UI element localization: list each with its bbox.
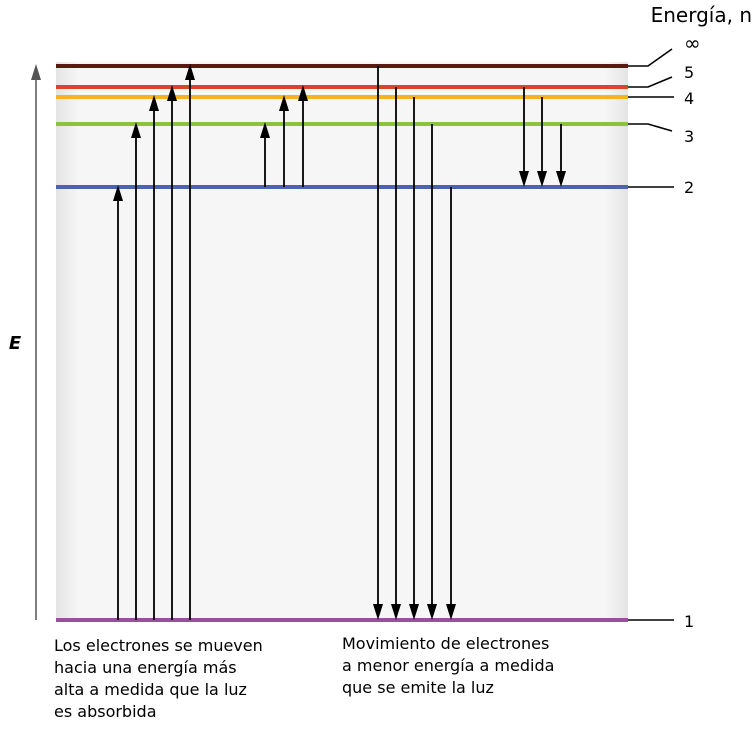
level-leader-line (628, 123, 673, 132)
absorption-arrow (298, 85, 308, 187)
absorption-arrow (185, 64, 195, 620)
energy-axis-label: E (9, 333, 22, 354)
absorption-arrow (149, 95, 159, 620)
energy-level-label: 1 (684, 612, 694, 631)
level-leader-line (628, 48, 673, 67)
energy-level-label: ∞ (684, 31, 701, 55)
axis-arrowhead (31, 64, 41, 80)
emission-arrow (391, 87, 401, 620)
emission-caption-line: Movimiento de electrones (342, 634, 550, 653)
emission-arrow (427, 124, 437, 620)
diagram-background (56, 62, 628, 622)
emission-arrow (446, 187, 456, 620)
emission-arrow (409, 97, 419, 620)
energy-levels: ∞ 5 4 3 2 1 (56, 31, 701, 631)
absorption-arrow (131, 122, 141, 620)
emission-arrow (373, 66, 383, 620)
energy-level-label: 2 (684, 178, 694, 197)
absorption-arrow (260, 122, 270, 187)
absorption-caption-line: alta a medida que la luz (54, 680, 247, 699)
energy-axis (31, 64, 41, 620)
emission-caption: Movimiento de electrones a menor energía… (342, 633, 554, 699)
absorption-caption-line: hacia una energía más (54, 658, 237, 677)
emission-caption-line: que se emite la luz (342, 678, 494, 697)
absorption-arrow (113, 185, 123, 620)
level-leader-line (628, 76, 673, 88)
energy-level-label: 5 (684, 63, 694, 82)
absorption-arrow (279, 95, 289, 187)
energy-level-label: 4 (684, 89, 694, 108)
emission-caption-line: a menor energía a medida (342, 656, 555, 675)
emission-arrow (556, 124, 566, 187)
emission-arrow (519, 87, 529, 187)
diagram-title: Energía, n (651, 3, 752, 27)
absorption-caption-line: es absorbida (54, 702, 157, 721)
energy-level-label: 3 (684, 127, 694, 146)
absorption-caption-line: Los electrones se mueven (54, 636, 263, 655)
absorption-caption: Los electrones se mueven hacia una energ… (54, 635, 263, 723)
emission-arrow (537, 97, 547, 187)
absorption-arrow (167, 85, 177, 620)
transition-arrows (113, 64, 566, 620)
